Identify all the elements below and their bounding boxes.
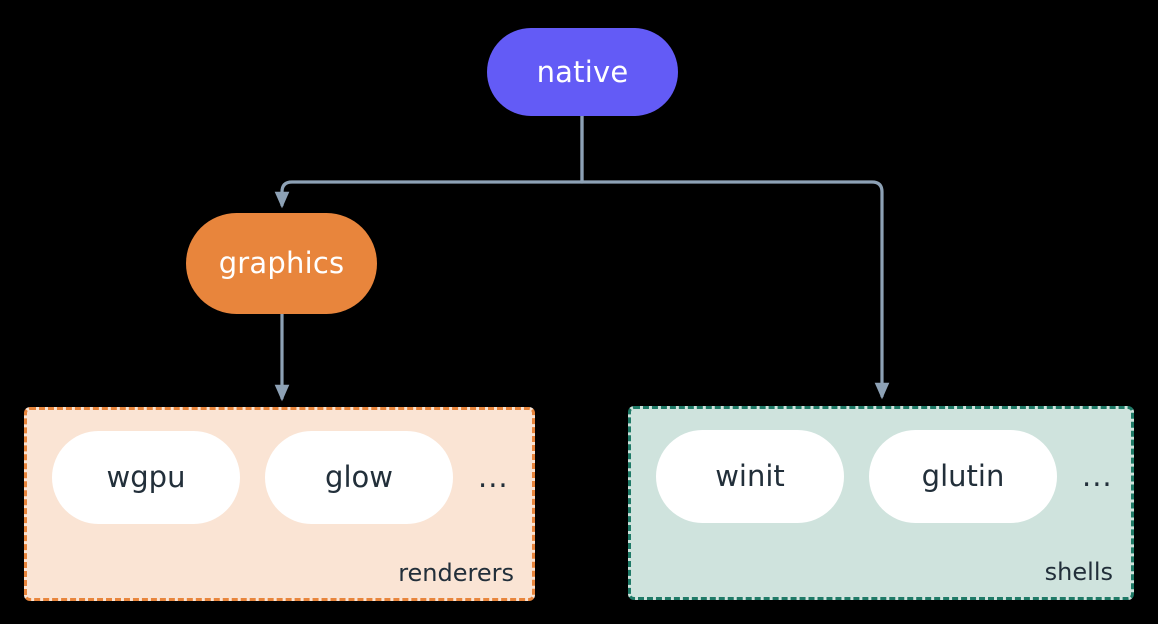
node-native-label: native — [536, 54, 629, 89]
node-wgpu-label: wgpu — [106, 460, 186, 494]
node-winit-label: winit — [715, 459, 785, 493]
cluster-shells: winit glutin ... shells — [628, 406, 1134, 600]
cluster-renderers-items: wgpu glow ... — [27, 431, 509, 524]
node-glutin-label: glutin — [921, 459, 1005, 493]
cluster-renderers: wgpu glow ... renderers — [24, 407, 535, 601]
edge-native-to-shells — [580, 114, 890, 400]
cluster-shells-items: winit glutin ... — [631, 430, 1113, 523]
node-wgpu[interactable]: wgpu — [52, 431, 240, 524]
node-graphics[interactable]: graphics — [186, 213, 377, 314]
cluster-renderers-label: renderers — [398, 558, 514, 587]
shells-overflow-ellipsis: ... — [1082, 459, 1113, 493]
node-glow[interactable]: glow — [265, 431, 453, 524]
node-graphics-label: graphics — [218, 246, 345, 280]
node-glutin[interactable]: glutin — [869, 430, 1057, 523]
cluster-shells-label: shells — [1044, 557, 1113, 586]
node-glow-label: glow — [325, 460, 393, 494]
node-winit[interactable]: winit — [656, 430, 844, 523]
edge-native-to-graphics — [274, 114, 584, 209]
node-native[interactable]: native — [487, 28, 678, 116]
renderers-overflow-ellipsis: ... — [478, 460, 509, 494]
